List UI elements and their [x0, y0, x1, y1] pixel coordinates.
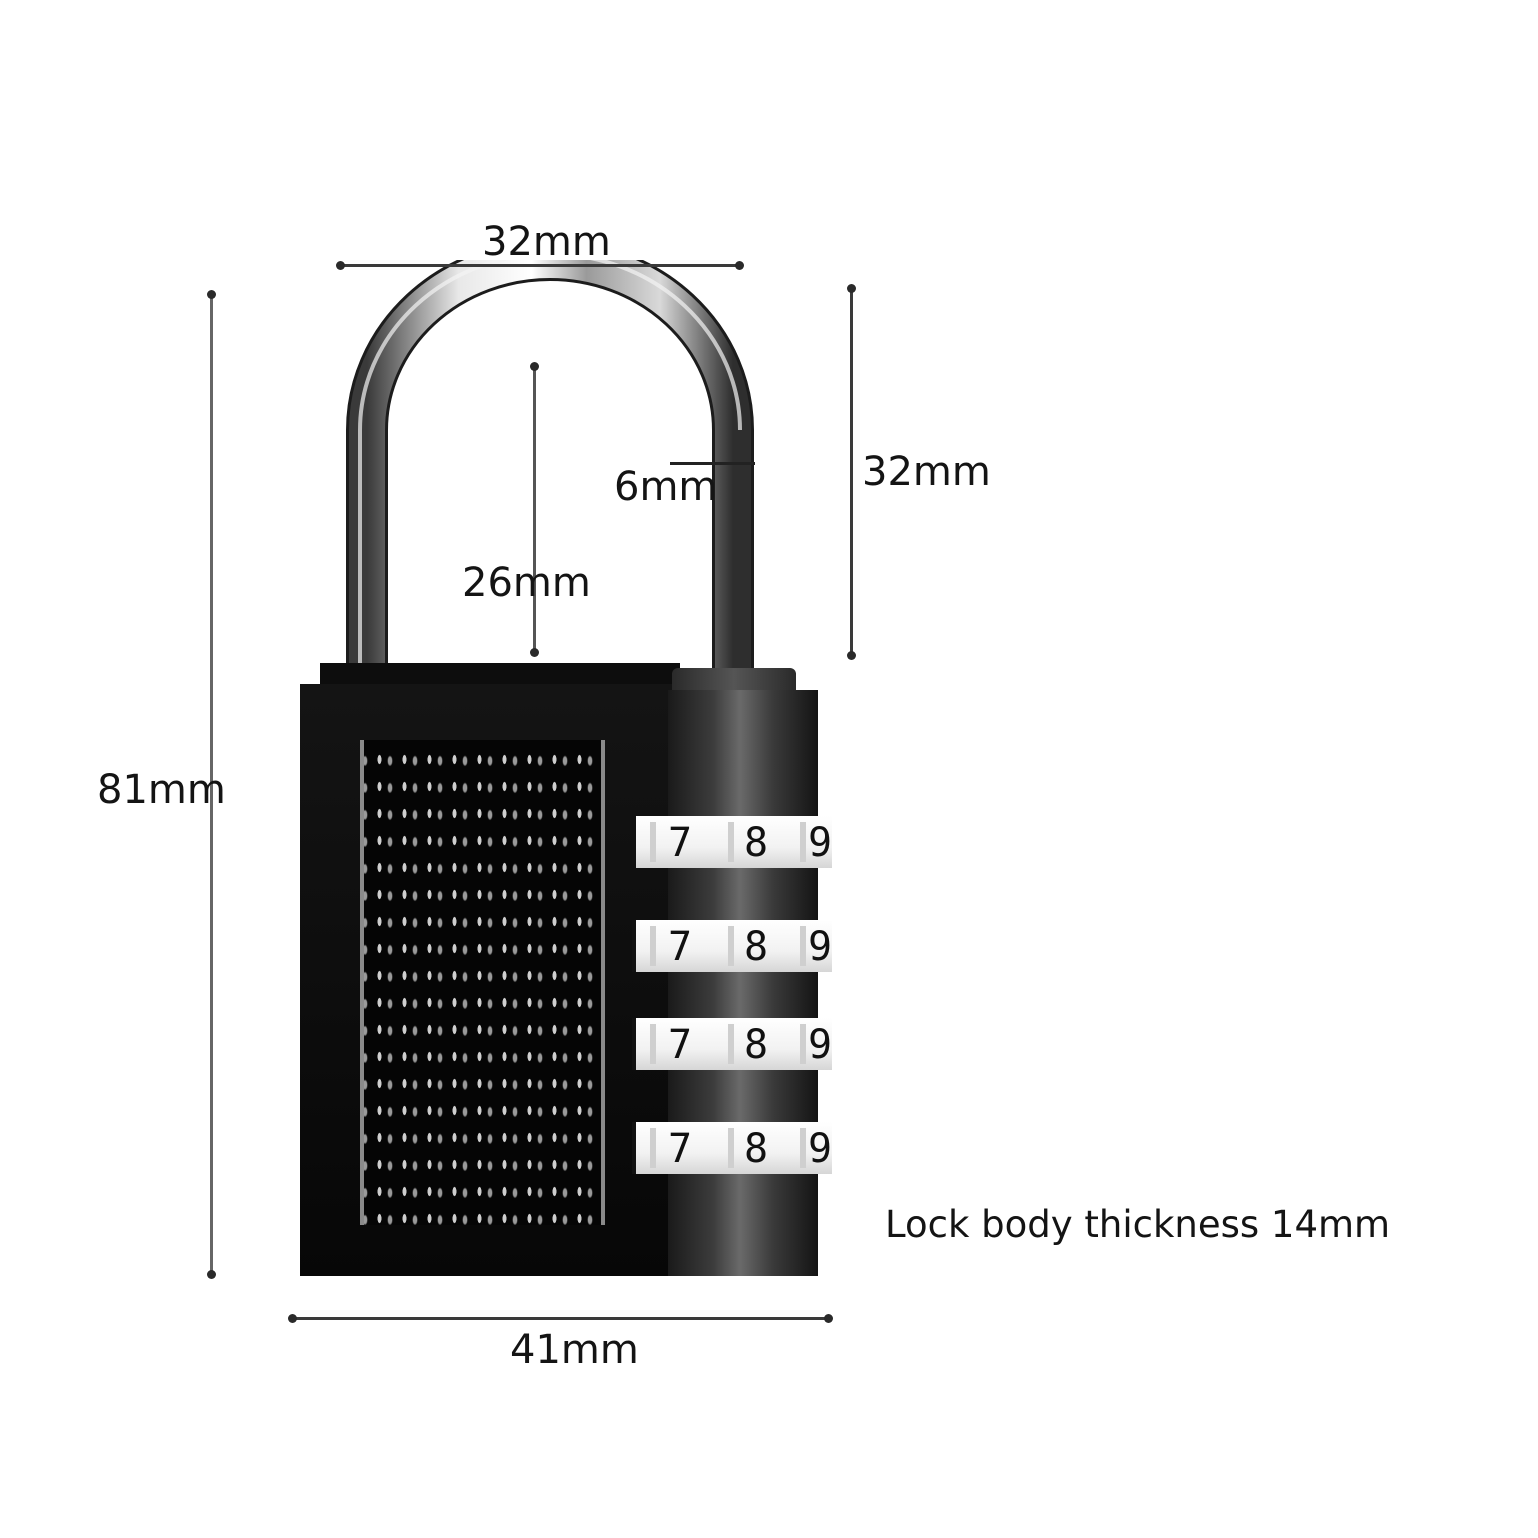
dial-separator — [728, 1024, 734, 1064]
dial-digit: 7 — [668, 1022, 693, 1068]
shackle — [346, 260, 754, 670]
label-shackle-width: 32mm — [482, 219, 611, 265]
dial-separator — [728, 822, 734, 862]
dimension-endpoint — [824, 1314, 833, 1323]
dimension-line-inner-clearance — [533, 366, 536, 654]
dial-digit: 7 — [668, 924, 693, 970]
dimension-endpoint — [336, 261, 345, 270]
dimension-line-body-width — [292, 1317, 828, 1320]
dimension-endpoint — [530, 362, 539, 371]
label-body-width: 41mm — [510, 1327, 639, 1373]
dial-digit: 8 — [744, 820, 769, 866]
label-shackle-thickness: 6mm — [614, 464, 718, 510]
dimension-endpoint — [207, 1270, 216, 1279]
dial-digit: 8 — [744, 1126, 769, 1172]
label-body-thickness-note: Lock body thickness 14mm — [885, 1203, 1391, 1246]
dimension-line-shackle-height — [850, 288, 853, 656]
dimension-line-shackle-thickness — [670, 462, 755, 465]
dial-separator — [650, 1128, 656, 1168]
dial-digit: 8 — [744, 1022, 769, 1068]
dial-separator — [800, 926, 806, 966]
dial-wheel-1[interactable]: 7 8 9 — [632, 816, 832, 868]
dial-separator — [650, 926, 656, 966]
dial-digit: 8 — [744, 924, 769, 970]
dial-separator — [800, 822, 806, 862]
dial-digit: 9 — [808, 820, 833, 866]
dial-separator — [728, 1128, 734, 1168]
dial-cylinder — [668, 690, 818, 1276]
dial-wheel-4[interactable]: 7 8 9 — [632, 1122, 832, 1174]
dial-digit: 9 — [808, 924, 833, 970]
dial-wheel-3[interactable]: 7 8 9 — [632, 1018, 832, 1070]
label-total-height: 81mm — [97, 767, 226, 813]
dimension-endpoint — [735, 261, 744, 270]
dimension-endpoint — [847, 284, 856, 293]
dial-separator — [728, 926, 734, 966]
dimension-endpoint — [847, 651, 856, 660]
dial-digit: 9 — [808, 1022, 833, 1068]
dimension-endpoint — [207, 290, 216, 299]
label-inner-clearance: 26mm — [462, 560, 591, 606]
textured-grip-panel — [360, 740, 605, 1225]
dial-separator — [800, 1024, 806, 1064]
dial-digit: 7 — [668, 820, 693, 866]
dimension-endpoint — [288, 1314, 297, 1323]
dimension-line-shackle-width — [340, 264, 740, 267]
dial-digit: 7 — [668, 1126, 693, 1172]
dial-separator — [800, 1128, 806, 1168]
dial-separator — [650, 822, 656, 862]
dial-digit: 9 — [808, 1126, 833, 1172]
dial-separator — [650, 1024, 656, 1064]
dial-wheel-2[interactable]: 7 8 9 — [632, 920, 832, 972]
label-shackle-height: 32mm — [862, 449, 991, 495]
dimension-endpoint — [530, 648, 539, 657]
dimension-line-total-height — [210, 294, 213, 1274]
